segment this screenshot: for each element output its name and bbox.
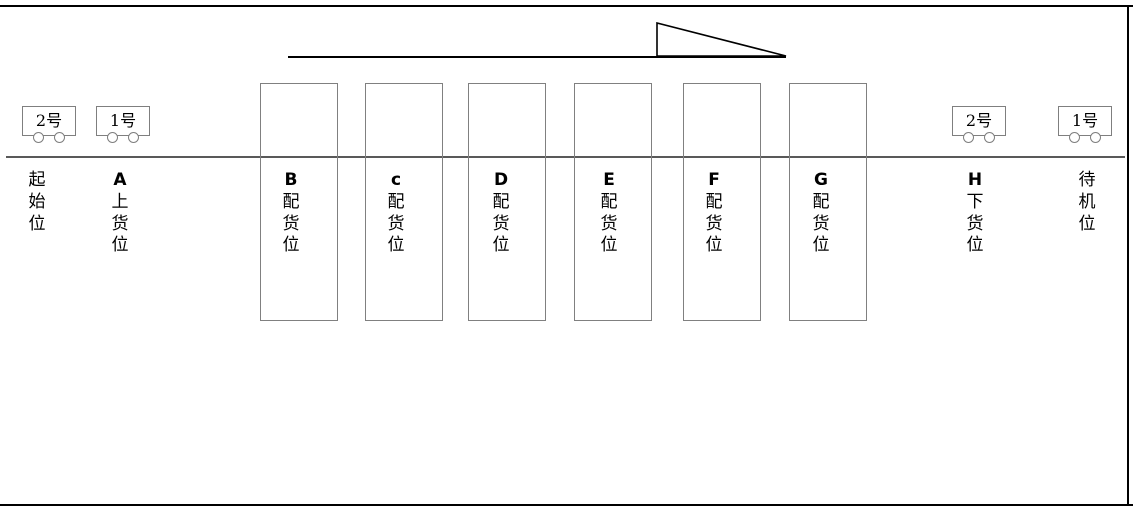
cart-label: 1号 — [109, 111, 137, 130]
caption-code: c — [390, 170, 402, 190]
main-track-line — [6, 156, 1125, 158]
cart-wheel-left-icon — [33, 132, 44, 143]
caption-char: 配 — [812, 191, 830, 212]
storage-bay-c[interactable] — [365, 83, 443, 321]
caption-code: F — [708, 170, 720, 190]
caption-code: H — [967, 170, 983, 190]
cart-label: 2号 — [965, 111, 993, 130]
cart-wheel-left-icon — [963, 132, 974, 143]
caption-char: 待 — [1078, 170, 1096, 190]
cart-cart-1-left[interactable]: 1号 — [96, 106, 150, 146]
caption-char: 位 — [1078, 213, 1096, 234]
page-border-right — [1127, 5, 1129, 505]
caption-char: 配 — [705, 191, 723, 212]
caption-start: 起始位 — [7, 170, 67, 235]
caption-char: 货 — [600, 213, 618, 234]
caption-char: 位 — [282, 235, 300, 256]
page-border-bottom — [0, 504, 1133, 506]
caption-char: 上 — [111, 191, 129, 212]
cart-body — [1058, 106, 1112, 136]
caption-char: 货 — [111, 213, 129, 234]
cart-label: 1号 — [1071, 111, 1099, 130]
caption-char: 货 — [492, 213, 510, 234]
cart-wheel-right-icon — [1090, 132, 1101, 143]
page-border-top — [0, 5, 1133, 7]
cart-body — [22, 106, 76, 136]
caption-char: 货 — [282, 213, 300, 234]
caption-code: G — [814, 170, 828, 190]
caption-char: 位 — [600, 235, 618, 256]
cart-wheel-left-icon — [107, 132, 118, 143]
storage-bay-G[interactable] — [789, 83, 867, 321]
caption-char: 位 — [966, 235, 984, 256]
caption-char: 配 — [492, 191, 510, 212]
cart-body — [952, 106, 1006, 136]
caption-char: 配 — [387, 191, 405, 212]
caption-char: 机 — [1078, 191, 1096, 212]
caption-char: 货 — [387, 213, 405, 234]
caption-char: 货 — [812, 213, 830, 234]
caption-char: 货 — [966, 213, 984, 234]
caption-char: 始 — [28, 191, 46, 212]
caption-char: 位 — [705, 235, 723, 256]
caption-char: 配 — [282, 191, 300, 212]
caption-char: 位 — [111, 235, 129, 256]
storage-bay-D[interactable] — [468, 83, 546, 321]
caption-char: 位 — [28, 213, 46, 234]
caption-char: 位 — [812, 235, 830, 256]
caption-code: D — [493, 170, 509, 190]
cart-body — [96, 106, 150, 136]
caption-char: 配 — [600, 191, 618, 212]
storage-bay-B[interactable] — [260, 83, 338, 321]
cart-cart-2-left[interactable]: 2号 — [22, 106, 76, 146]
caption-char: 货 — [705, 213, 723, 234]
cart-cart-2-right[interactable]: 2号 — [952, 106, 1006, 146]
caption-code: B — [284, 170, 298, 190]
cart-cart-1-right[interactable]: 1号 — [1058, 106, 1112, 146]
cart-wheel-right-icon — [984, 132, 995, 143]
storage-bay-F[interactable] — [683, 83, 761, 321]
cart-wheel-right-icon — [128, 132, 139, 143]
cart-label: 2号 — [35, 111, 63, 130]
caption-code: A — [113, 170, 127, 190]
cart-wheel-right-icon — [54, 132, 65, 143]
overhead-rail-line — [288, 56, 786, 58]
caption-code: E — [603, 170, 615, 190]
caption-char: 位 — [387, 235, 405, 256]
cart-wheel-left-icon — [1069, 132, 1080, 143]
caption-char: 下 — [966, 191, 984, 212]
storage-bay-E[interactable] — [574, 83, 652, 321]
caption-standby: 待机位 — [1057, 170, 1117, 235]
ramp-triangle-icon — [656, 22, 787, 57]
caption-char: 位 — [492, 235, 510, 256]
caption-char: 起 — [28, 170, 46, 190]
